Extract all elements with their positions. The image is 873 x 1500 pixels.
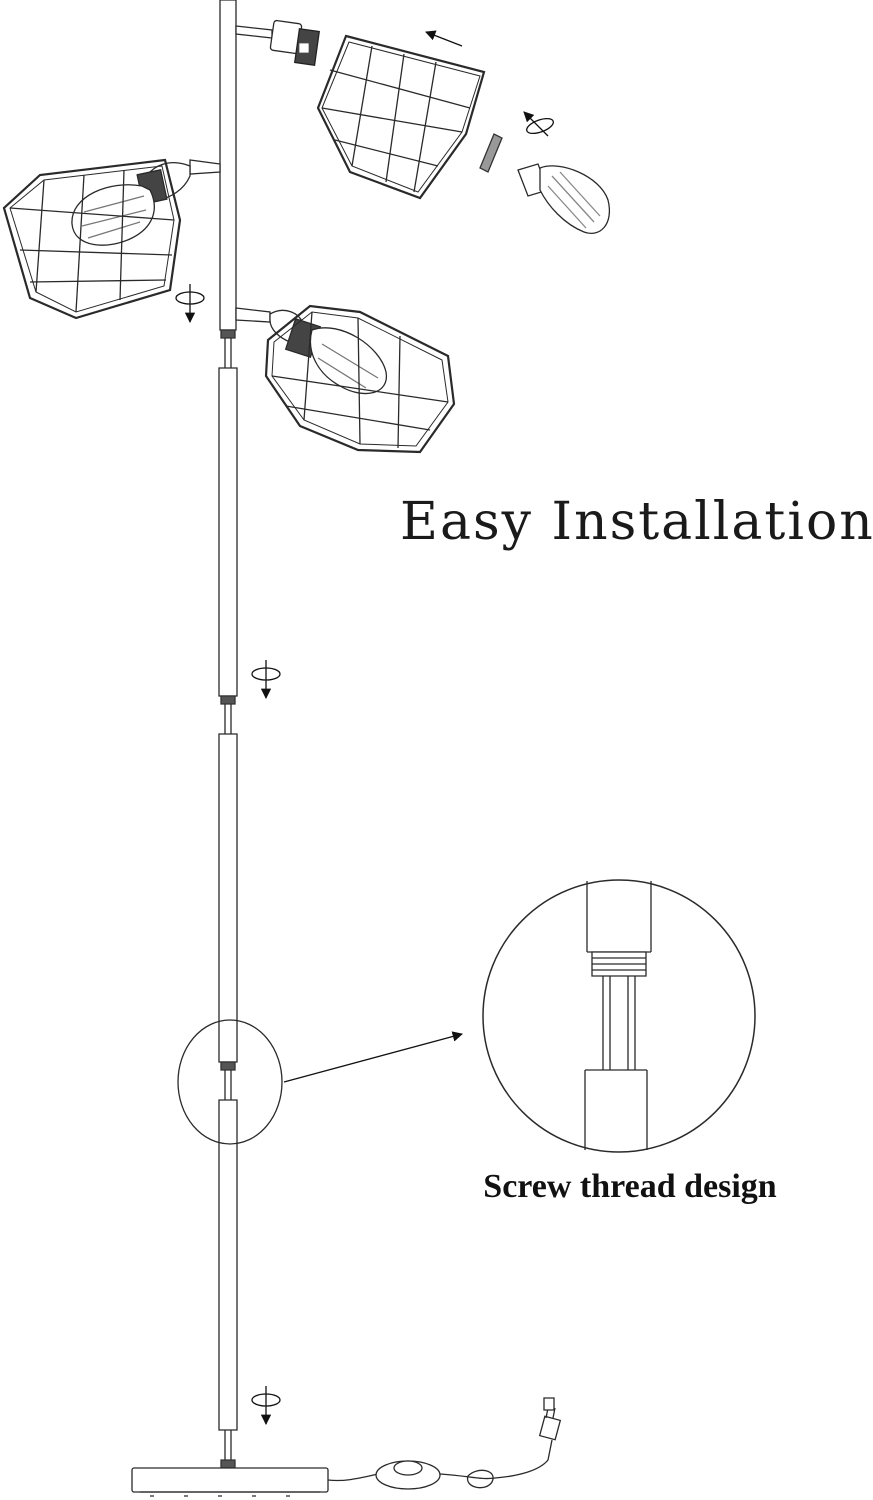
- top-socket: [236, 20, 319, 65]
- pole-thread-4: [221, 1460, 235, 1468]
- pole-thread-2: [221, 696, 235, 704]
- right-lamp-head: [236, 306, 454, 452]
- power-cord: [328, 1398, 560, 1489]
- rotate-arrow-icon: [523, 111, 555, 136]
- detail-zoom-circle: [483, 880, 755, 1152]
- left-lamp-head: [4, 160, 220, 318]
- pole-top-section: [220, 0, 236, 330]
- ring-washer: [480, 134, 502, 172]
- loose-bulb: [518, 164, 609, 233]
- plug-icon: [540, 1416, 561, 1439]
- detail-callout: [178, 880, 755, 1152]
- pole-segment-4: [219, 1100, 237, 1430]
- detail-source-circle: [178, 1020, 282, 1144]
- detail-caption: Screw thread design: [483, 1168, 777, 1205]
- pole-thread-1: [221, 330, 235, 338]
- lamp-pole: [219, 0, 237, 1468]
- rotate-arrow-icon: [252, 660, 280, 700]
- pole-segment-2: [219, 368, 237, 696]
- top-cage-shade: [318, 36, 484, 198]
- rotate-arrow-icon: [252, 1386, 280, 1426]
- direction-arrow-icon: [425, 30, 462, 46]
- rotate-arrow-icon: [176, 284, 204, 324]
- page-title: Easy Installation: [400, 492, 873, 552]
- lamp-base: [132, 1468, 328, 1496]
- pole-segment-3: [219, 734, 237, 1062]
- pole-thread-3: [221, 1062, 235, 1070]
